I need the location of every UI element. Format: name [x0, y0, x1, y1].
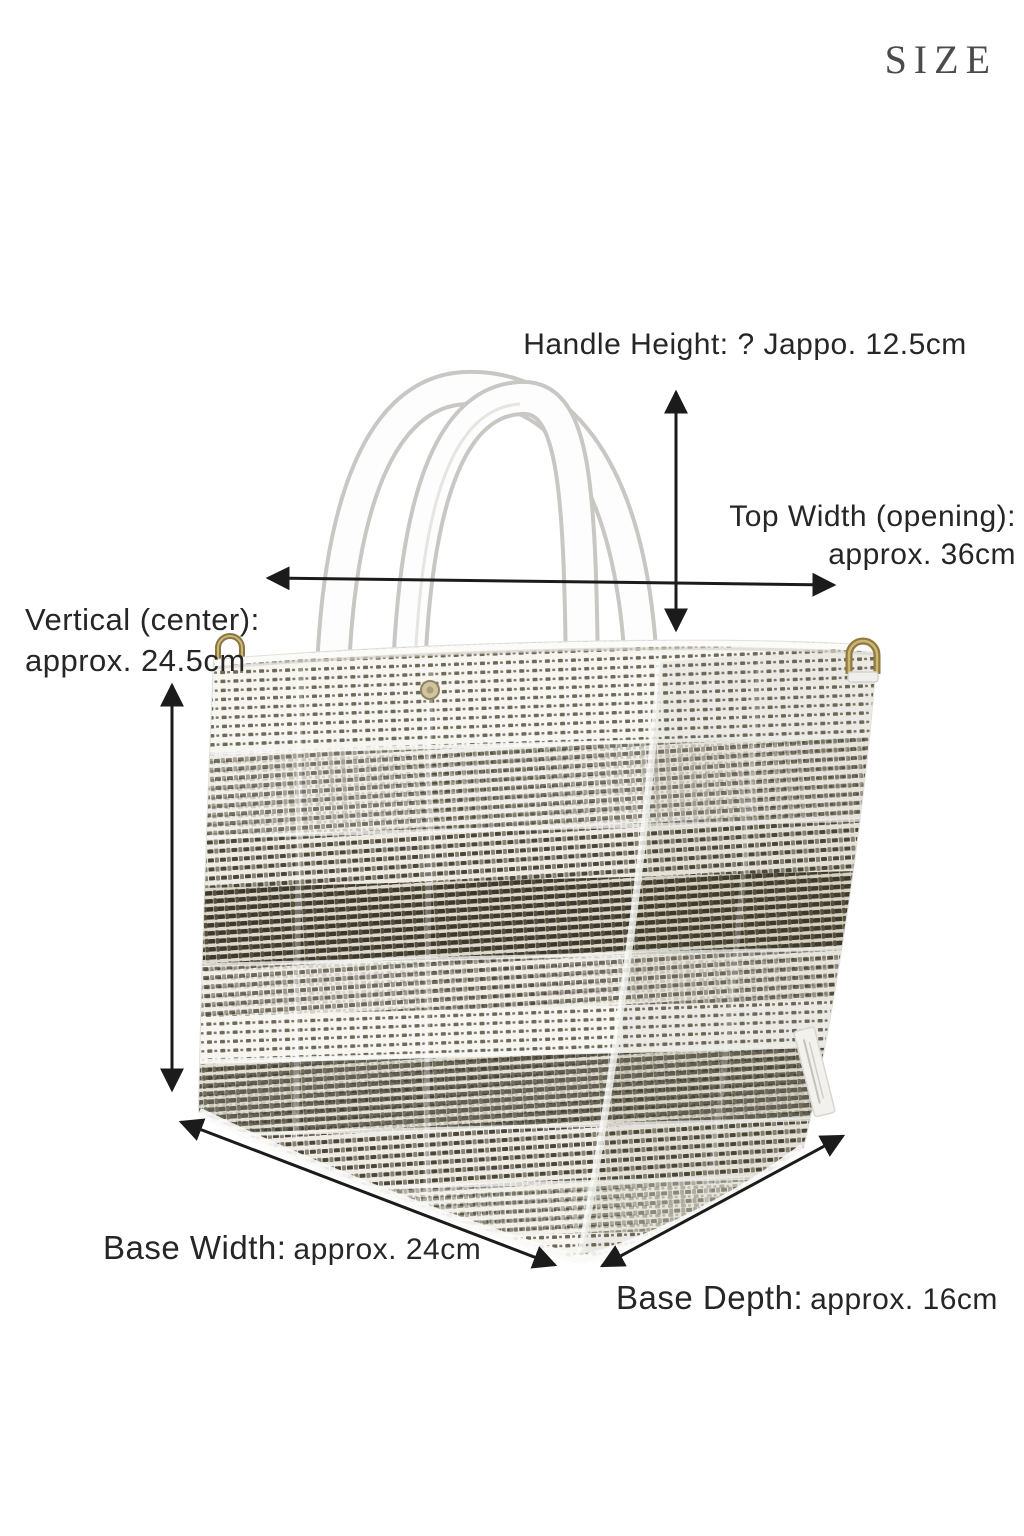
top-width-label-line2: approx. 36cm [828, 538, 1016, 571]
d-ring-left-icon [215, 633, 245, 668]
bag-handle-front [390, 379, 600, 723]
vertical-center-label-line1: Vertical (center): [25, 602, 260, 637]
bag-body [197, 639, 879, 1265]
top-width-arrow [265, 566, 837, 597]
bag-handle-back [314, 369, 660, 718]
top-width-label: Top Width (opening): approx. 36cm [729, 498, 1016, 574]
base-width-value: approx. 24cm [293, 1233, 482, 1266]
base-width-label: Base Width:approx. 24cm [103, 1229, 481, 1267]
base-depth-label: Base Depth:approx. 16cm [616, 1279, 998, 1317]
base-width-arrow [178, 1118, 558, 1269]
vertical-center-label-line2: approx. 24.5cm [25, 643, 246, 678]
base-depth-value: approx. 16cm [810, 1283, 998, 1316]
page-title: SIZE [884, 37, 997, 82]
d-ring-right-icon [845, 637, 881, 683]
vertical-center-label: Vertical (center): approx. 24.5cm [25, 599, 260, 681]
base-depth-arrow [599, 1134, 846, 1268]
base-width-label-text: Base Width: [103, 1229, 287, 1266]
brand-tag [793, 1026, 836, 1118]
top-width-label-line1: Top Width (opening): [729, 500, 1016, 533]
snap-button-icon [420, 680, 440, 700]
weave-texture [199, 640, 877, 1260]
handle-height-label: Handle Height: ? Jappo. 12.5cm [523, 328, 967, 361]
measurement-arrows [160, 389, 846, 1269]
base-depth-label-text: Base Depth: [616, 1279, 804, 1316]
